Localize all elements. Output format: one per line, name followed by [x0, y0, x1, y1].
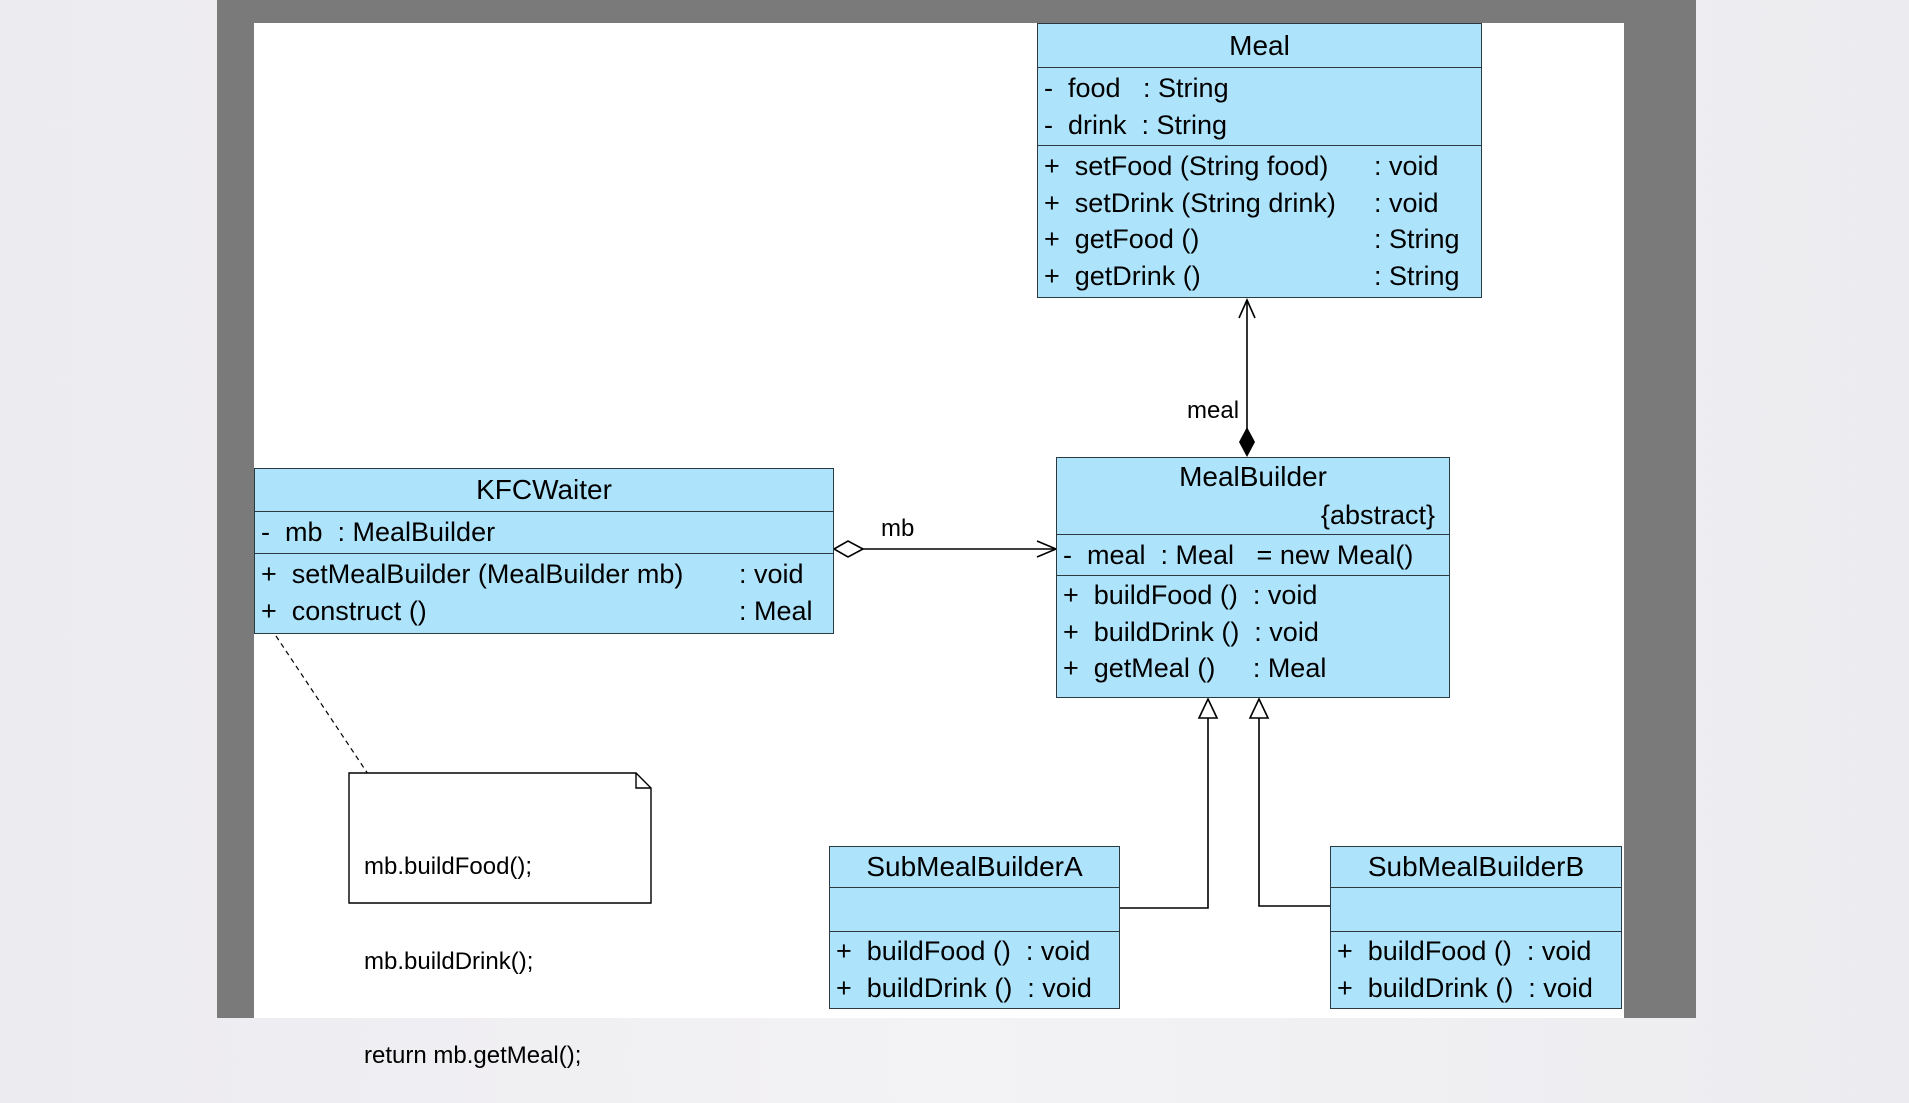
note-line: return mb.getMeal();	[364, 1042, 582, 1069]
attribute: - food : String	[1044, 73, 1229, 103]
attributes-compartment: - meal : Meal = new Meal()	[1057, 534, 1449, 575]
class-meal[interactable]: Meal - food : String - drink : String + …	[1037, 23, 1482, 298]
methods-compartment: + buildFood () : void + buildDrink () : …	[830, 931, 1119, 1006]
method: + setMealBuilder (MealBuilder mb)	[261, 559, 684, 589]
class-title: SubMealBuilderB	[1367, 851, 1585, 882]
role-label-meal: meal	[1187, 397, 1240, 424]
attributes-compartment	[1331, 887, 1621, 931]
attributes-compartment: - mb : MealBuilder	[255, 511, 833, 553]
method: + setDrink (String drink)	[1044, 187, 1336, 218]
attributes-compartment: - food : String - drink : String	[1038, 67, 1481, 145]
method: + buildFood () : void	[1063, 580, 1318, 610]
generalization-triangle-a	[1197, 697, 1219, 719]
attribute: - mb : MealBuilder	[261, 517, 496, 547]
composition-diamond	[1239, 427, 1255, 457]
class-title: SubMealBuilderA	[866, 851, 1083, 882]
methods-compartment: + setFood (String food) + setDrink (Stri…	[1038, 145, 1481, 296]
class-kfcwaiter[interactable]: KFCWaiter - mb : MealBuilder + setMealBu…	[254, 468, 834, 634]
return-type: : Meal	[739, 595, 813, 626]
note-line: mb.buildFood();	[364, 853, 533, 880]
return-type: : void	[1374, 151, 1439, 181]
method: + getFood ()	[1044, 224, 1200, 254]
note-anchor-line	[255, 605, 377, 787]
method: + buildDrink () : void	[836, 972, 1092, 1003]
code-note: mb.buildFood(); mb.buildDrink(); return …	[364, 788, 581, 1103]
methods-compartment: + setMealBuilder (MealBuilder mb) + cons…	[255, 553, 833, 629]
attribute: - drink : String	[1044, 109, 1228, 140]
method: + buildDrink () : void	[1337, 972, 1593, 1003]
return-type: : String	[1374, 224, 1460, 254]
method: + getDrink ()	[1044, 260, 1201, 291]
note-shape	[348, 772, 652, 904]
class-title: MealBuilder	[1179, 461, 1327, 492]
method: + buildFood () : void	[836, 936, 1091, 966]
note-line: mb.buildDrink();	[364, 947, 534, 975]
method: + setFood (String food)	[1044, 151, 1329, 181]
method: + buildFood () : void	[1337, 936, 1592, 966]
method: + construct ()	[261, 595, 427, 626]
class-submealbuilder-b[interactable]: SubMealBuilderB + buildFood () : void + …	[1330, 846, 1622, 1009]
generalization-line-a	[1119, 718, 1209, 909]
method: + getMeal () : Meal	[1063, 653, 1327, 683]
return-type: : String	[1374, 260, 1460, 291]
generalization-line-b	[1258, 718, 1330, 907]
class-submealbuilder-a[interactable]: SubMealBuilderA + buildFood () : void + …	[829, 846, 1120, 1009]
methods-compartment: + buildFood () : void + buildDrink () : …	[1057, 575, 1449, 687]
method: + buildDrink () : void	[1063, 616, 1319, 647]
class-mealbuilder[interactable]: MealBuilder {abstract} - meal : Meal = n…	[1056, 457, 1450, 698]
abstract-stereotype: {abstract}	[1320, 500, 1435, 530]
attributes-compartment	[830, 887, 1119, 931]
class-title: KFCWaiter	[476, 474, 612, 505]
return-type: : void	[1374, 187, 1439, 218]
methods-compartment: + buildFood () : void + buildDrink () : …	[1331, 931, 1621, 1006]
return-type: : void	[739, 559, 804, 589]
generalization-triangle-b	[1248, 697, 1270, 719]
class-title: Meal	[1229, 30, 1290, 61]
attribute: - meal : Meal = new Meal()	[1063, 540, 1414, 570]
navigable-arrowhead-meal	[1238, 298, 1256, 319]
note-fold	[635, 773, 651, 789]
role-label-mb: mb	[881, 515, 915, 542]
aggregation-diamond	[832, 540, 865, 558]
connectors	[255, 298, 1330, 909]
